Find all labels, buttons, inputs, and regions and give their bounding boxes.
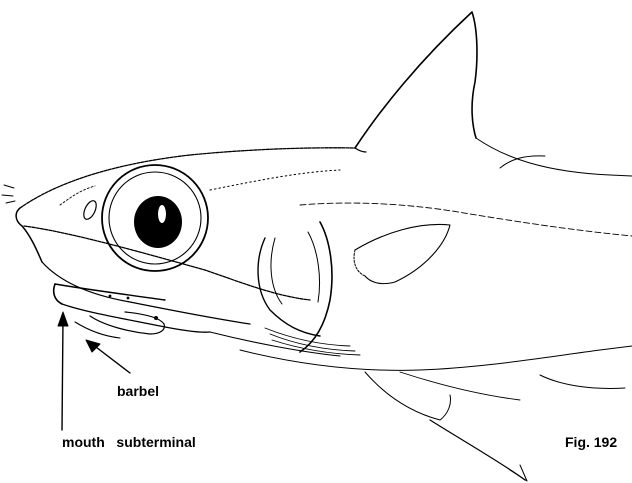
anal-fin xyxy=(540,375,625,388)
gill-opening-inner xyxy=(308,232,320,302)
barbel-arrow-line xyxy=(92,344,130,373)
operculum xyxy=(258,238,320,336)
figure-number-label: Fig. 192 xyxy=(565,434,617,450)
barbel-shape xyxy=(75,322,120,338)
sensory-line xyxy=(210,170,340,190)
dorsal-fin xyxy=(355,12,477,148)
gill-membrane-lines xyxy=(265,328,360,355)
snout xyxy=(16,208,42,262)
mouth-opening xyxy=(54,284,62,304)
barbel-dot-3 xyxy=(127,297,130,300)
barbel-label: barbel xyxy=(117,383,159,399)
mouth-arrow-line xyxy=(62,318,63,430)
pectoral-fin-base xyxy=(354,250,365,276)
nostril xyxy=(81,199,99,221)
back-outline xyxy=(476,138,632,176)
belly-outline xyxy=(240,346,632,370)
lower-jaw xyxy=(62,304,210,332)
barbel-dot-1 xyxy=(154,316,158,320)
filament-tip xyxy=(510,465,527,481)
pelvic-fin xyxy=(365,372,451,420)
barbel-dot-2 xyxy=(109,295,112,298)
head-dorsal-profile xyxy=(20,148,355,208)
dorsal-fin-rear-edge xyxy=(355,148,366,152)
second-dorsal-fin xyxy=(500,156,545,168)
eye-pupil xyxy=(134,196,182,248)
jaw-fold xyxy=(90,312,164,334)
eye-highlight xyxy=(158,205,166,223)
lateral-line xyxy=(300,203,632,236)
pelvic-fin-ray xyxy=(400,372,520,400)
mouth-arrow-head xyxy=(58,312,68,326)
snout-whiskers xyxy=(2,185,15,203)
mouth-subterminal-label: mouth subterminal xyxy=(62,434,196,450)
barbel-arrow-head xyxy=(86,340,100,352)
pectoral-fin xyxy=(355,224,450,283)
